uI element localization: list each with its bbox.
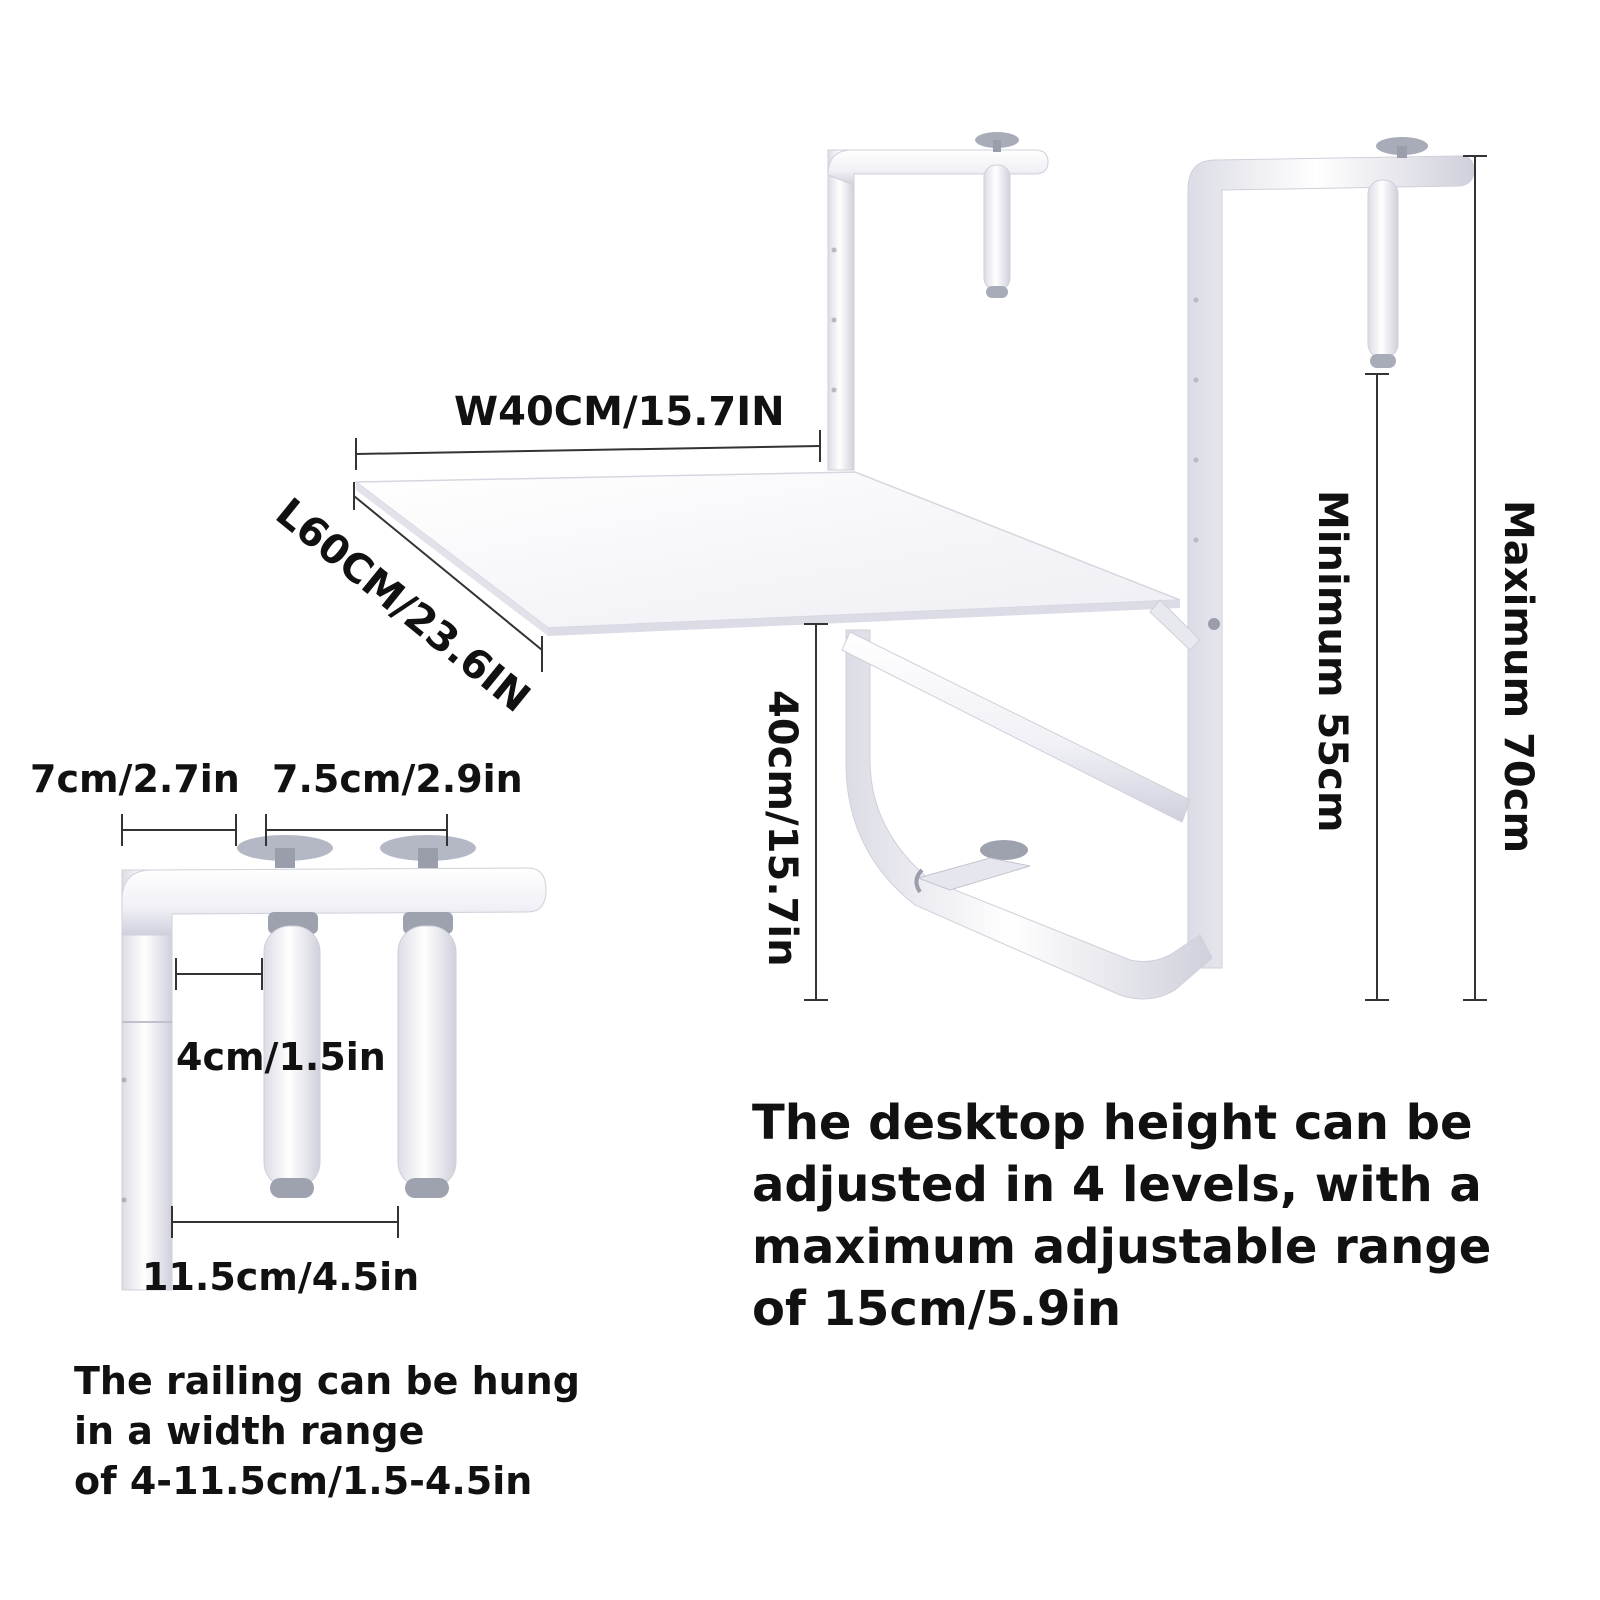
right-post bbox=[1187, 155, 1475, 969]
detail-hook-2 bbox=[397, 925, 457, 1189]
height-note: The desktop height can be adjusted in 4 … bbox=[752, 1092, 1491, 1340]
detail-post bbox=[121, 869, 173, 1291]
diagonal-brace bbox=[841, 631, 1191, 823]
maximum-height-label: Maximum 70cm bbox=[1495, 500, 1541, 854]
height-note-line: of 15cm/5.9in bbox=[752, 1281, 1122, 1337]
balcony-table bbox=[353, 132, 1475, 1000]
max-gap-label: 11.5cm/4.5in bbox=[142, 1255, 420, 1299]
railing-note-line: The railing can be hung bbox=[74, 1359, 580, 1403]
detail-dimension-lines bbox=[121, 814, 448, 1238]
desk-front-edge bbox=[356, 482, 548, 636]
detail-arm bbox=[121, 867, 547, 936]
foot-knob bbox=[980, 840, 1028, 860]
height-note-line: maximum adjustable range bbox=[752, 1219, 1492, 1275]
height-note-line: adjusted in 4 levels, with a bbox=[752, 1157, 1482, 1213]
offset-label: 7cm/2.7in bbox=[30, 757, 240, 801]
railing-note: The railing can be hung in a width range… bbox=[74, 1356, 580, 1506]
desk-side-edge bbox=[548, 600, 1180, 636]
back-left-top-arm bbox=[827, 149, 1049, 186]
desk-height-label: 40cm/15.7in bbox=[759, 690, 805, 967]
width-label: W40CM/15.7IN bbox=[454, 389, 785, 435]
min-gap-label: 4cm/1.5in bbox=[176, 1035, 386, 1079]
right-hook bbox=[1367, 179, 1399, 359]
hook-detail-illustration bbox=[121, 835, 547, 1291]
main-dimension-lines bbox=[353, 155, 1487, 1001]
desk-top bbox=[353, 471, 1181, 629]
spacing-label: 7.5cm/2.9in bbox=[272, 757, 523, 801]
railing-note-line: of 4-11.5cm/1.5-4.5in bbox=[74, 1459, 533, 1503]
back-left-post bbox=[827, 149, 855, 471]
back-left-hook bbox=[983, 164, 1011, 291]
minimum-height-label: Minimum 55cm bbox=[1309, 490, 1355, 833]
support-frame bbox=[845, 629, 1213, 1000]
railing-note-line: in a width range bbox=[74, 1409, 425, 1453]
height-note-line: The desktop height can be bbox=[752, 1095, 1473, 1151]
